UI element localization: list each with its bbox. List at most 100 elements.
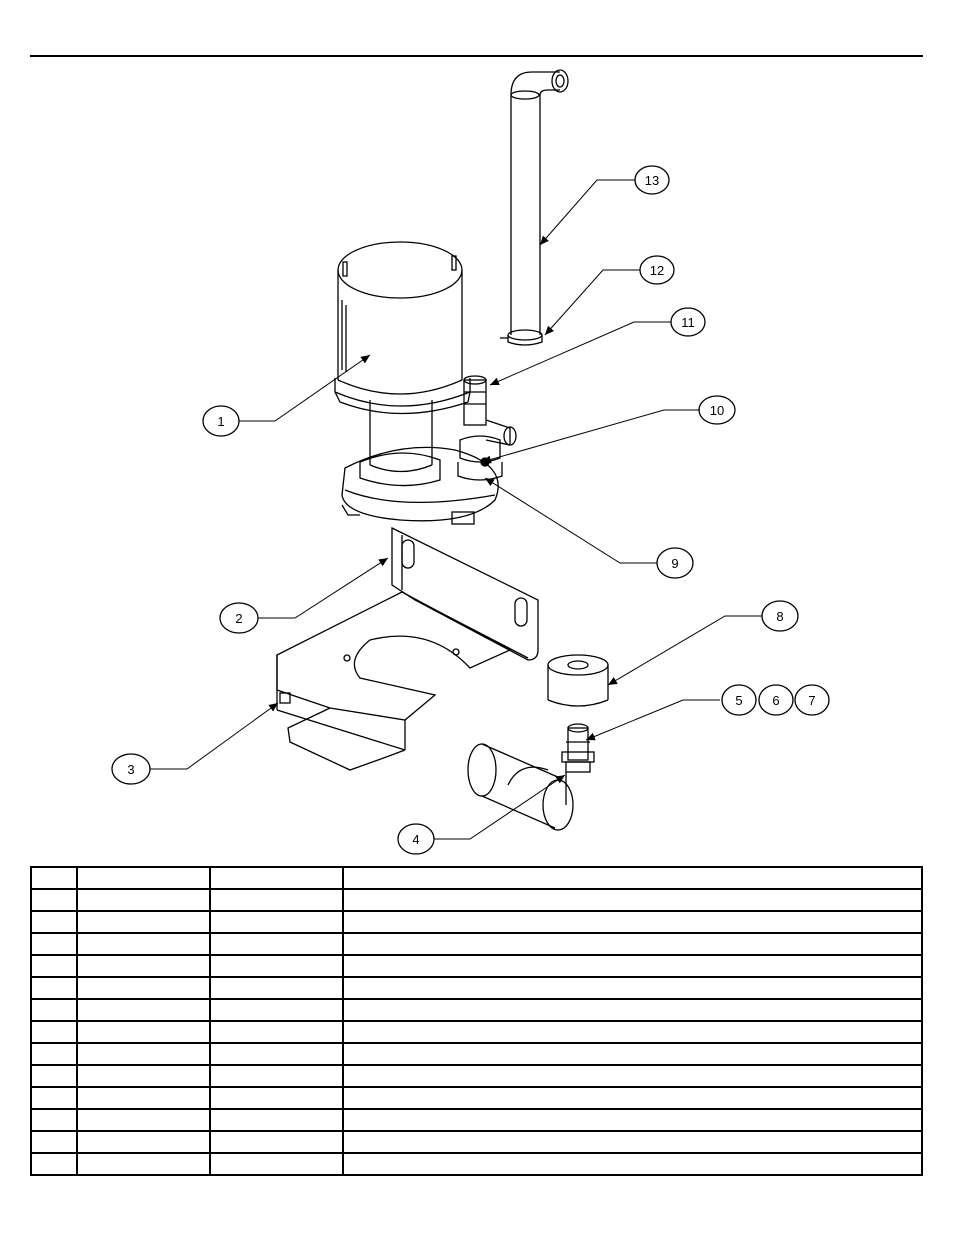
callout-6: 6 — [758, 684, 794, 716]
table-row — [30, 1152, 923, 1176]
leader-lines — [150, 179, 762, 840]
callout-8: 8 — [761, 600, 799, 632]
table-cell — [30, 888, 78, 912]
table-cell — [76, 1130, 211, 1154]
table-cell — [76, 866, 211, 890]
part-12-collar — [500, 329, 543, 346]
callout-13: 13 — [634, 165, 670, 195]
table-cell — [342, 1130, 923, 1154]
callout-3-label: 3 — [127, 762, 134, 777]
part-8-spacer — [547, 654, 609, 707]
callout-1: 1 — [202, 405, 240, 437]
callout-4-label: 4 — [412, 832, 419, 847]
table-cell — [209, 932, 344, 956]
callout-13-label: 13 — [645, 173, 659, 188]
table-cell — [76, 1020, 211, 1044]
table-cell — [30, 1064, 78, 1088]
table-cell — [76, 1108, 211, 1132]
callout-9: 9 — [656, 547, 694, 579]
callout-6-label: 6 — [772, 693, 779, 708]
table-row — [30, 1064, 923, 1088]
table-cell — [342, 1152, 923, 1176]
table-row — [30, 1130, 923, 1154]
table-cell — [342, 1086, 923, 1110]
table-row — [30, 976, 923, 1000]
table-cell — [30, 998, 78, 1022]
table-cell — [209, 954, 344, 978]
table-cell — [30, 932, 78, 956]
table-cell — [209, 1020, 344, 1044]
callout-2: 2 — [219, 602, 259, 634]
part-5-7-fitting-assembly — [561, 723, 595, 773]
callout-10: 10 — [698, 395, 736, 425]
table-cell — [209, 976, 344, 1000]
table-cell — [76, 1064, 211, 1088]
part-3-base-plate — [276, 591, 512, 771]
callout-7-label: 7 — [808, 693, 815, 708]
table-cell — [342, 866, 923, 890]
part-4-float-switch — [467, 743, 574, 831]
callout-12: 12 — [639, 255, 675, 285]
table-row — [30, 932, 923, 956]
part-2-bracket — [391, 526, 539, 661]
exploded-parts-diagram: 13 12 11 1 10 9 2 8 5 6 7 3 — [111, 69, 830, 855]
part-1-motor — [334, 241, 499, 525]
table-cell — [342, 1020, 923, 1044]
part-9-washer — [457, 462, 503, 481]
table-cell — [342, 976, 923, 1000]
callout-4: 4 — [397, 823, 435, 855]
table-row — [30, 1086, 923, 1110]
table-cell — [76, 910, 211, 934]
table-cell — [342, 1042, 923, 1066]
table-cell — [30, 1086, 78, 1110]
table-cell — [30, 976, 78, 1000]
table-cell — [209, 1042, 344, 1066]
table-cell — [342, 888, 923, 912]
callout-7: 7 — [794, 684, 830, 716]
table-row — [30, 888, 923, 912]
table-cell — [76, 954, 211, 978]
table-row — [30, 1020, 923, 1044]
table-cell — [76, 976, 211, 1000]
table-cell — [209, 1130, 344, 1154]
table-cell — [209, 1108, 344, 1132]
table-cell — [76, 932, 211, 956]
table-row — [30, 998, 923, 1022]
table-cell — [76, 888, 211, 912]
table-cell — [209, 998, 344, 1022]
table-cell — [342, 932, 923, 956]
table-cell — [209, 1064, 344, 1088]
table-cell — [76, 998, 211, 1022]
callout-3: 3 — [111, 753, 151, 785]
table-cell — [30, 1108, 78, 1132]
callout-12-label: 12 — [650, 263, 664, 278]
table-cell — [30, 1020, 78, 1044]
table-cell — [30, 910, 78, 934]
callout-5-label: 5 — [735, 693, 742, 708]
callout-10-label: 10 — [710, 403, 724, 418]
table-cell — [30, 866, 78, 890]
callout-1-label: 1 — [217, 414, 224, 429]
table-cell — [209, 1152, 344, 1176]
table-row — [30, 910, 923, 934]
callout-11: 11 — [670, 307, 706, 337]
table-row — [30, 1042, 923, 1066]
table-row — [30, 1108, 923, 1132]
table-cell — [30, 1130, 78, 1154]
table-cell — [209, 910, 344, 934]
callout-11-label: 11 — [681, 315, 695, 330]
table-cell — [209, 1086, 344, 1110]
callout-2-label: 2 — [235, 611, 242, 626]
table-cell — [209, 866, 344, 890]
part-11-barbed-fitting — [463, 375, 517, 446]
callout-5: 5 — [721, 684, 757, 716]
table-cell — [342, 1108, 923, 1132]
table-row — [30, 866, 923, 890]
table-cell — [30, 1042, 78, 1066]
part-10-nut — [459, 435, 501, 467]
table-row — [30, 954, 923, 978]
table-cell — [342, 998, 923, 1022]
table-cell — [30, 1152, 78, 1176]
part-13-discharge-tube — [510, 69, 569, 335]
parts-list-table — [30, 866, 923, 1176]
